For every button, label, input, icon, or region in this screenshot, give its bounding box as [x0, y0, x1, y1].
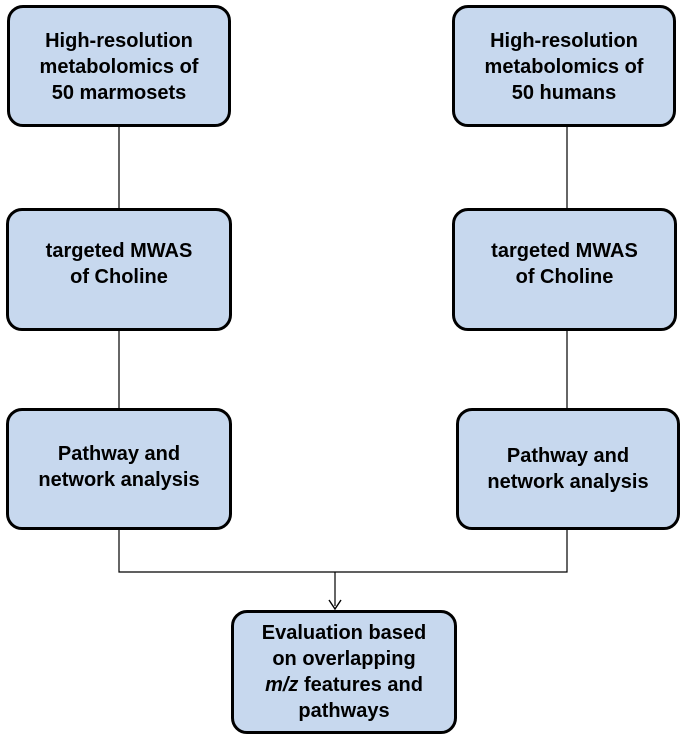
- box-text-line: network analysis: [487, 471, 649, 493]
- box-text-line: 50 marmosets: [51, 82, 187, 104]
- box-text-line: on overlapping: [272, 648, 416, 670]
- human-pathway-box: Pathway and network analysis: [456, 408, 680, 530]
- features-text: features and: [298, 674, 423, 696]
- box-text-line: pathways: [298, 700, 390, 722]
- box-text-line: Pathway and: [506, 445, 630, 467]
- box-text-line: of Choline: [70, 265, 168, 288]
- box-text-line: Pathway and: [57, 443, 181, 465]
- box-text-line: High-resolution: [490, 30, 638, 52]
- box-text-line: of Choline: [515, 265, 614, 288]
- box-text-line: High-resolution: [45, 30, 193, 52]
- human-metabolomics-box: High-resolution metabolomics of 50 human…: [452, 5, 676, 127]
- evaluation-box: Evaluation based on overlapping m/z feat…: [231, 610, 457, 734]
- box-text-line: 50 humans: [511, 82, 617, 104]
- box-text-line: Evaluation based: [261, 622, 427, 644]
- marmoset-metabolomics-box: High-resolution metabolomics of 50 marmo…: [7, 5, 231, 127]
- mz-italic-text: m/z: [265, 674, 299, 696]
- connector-merge: [118, 530, 568, 573]
- arrowhead: [328, 599, 342, 611]
- human-mwas-box: targeted MWAS of Choline: [452, 208, 677, 331]
- marmoset-pathway-box: Pathway and network analysis: [6, 408, 232, 530]
- box-text-line: metabolomics of: [484, 56, 644, 78]
- box-text-line: m/z features and: [262, 672, 427, 698]
- box-text-line: metabolomics of: [39, 56, 199, 78]
- box-text-line: targeted MWAS: [45, 239, 193, 262]
- box-text-line: network analysis: [38, 469, 200, 491]
- marmoset-mwas-box: targeted MWAS of Choline: [6, 208, 232, 331]
- box-text-line: targeted MWAS: [491, 239, 638, 262]
